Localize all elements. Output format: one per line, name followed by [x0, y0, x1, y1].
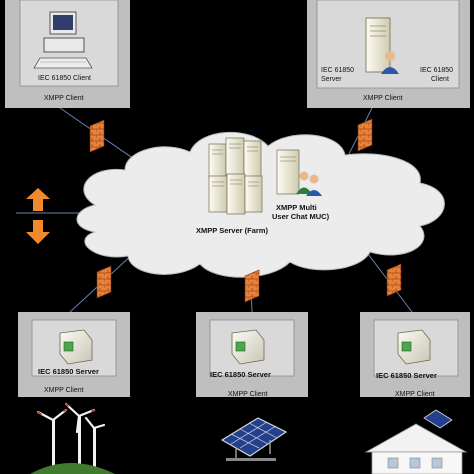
muc-label-line1: XMPP Multi — [276, 203, 317, 212]
bottom-left-device-label: IEC 61850 Server — [38, 367, 99, 376]
firewall-icon — [96, 265, 112, 299]
house-icon — [364, 409, 468, 474]
top-left-device-label: IEC 61850 Client — [38, 75, 91, 82]
firewalls — [89, 118, 402, 303]
users-icon — [296, 171, 322, 196]
bottom-right-client-box: IEC 61850 Server XMPP Client — [360, 312, 470, 398]
top-right-client-box: IEC 61850 Server IEC 61850 Client XMPP C… — [307, 0, 470, 108]
bottom-middle-device-label: IEC 61850 Server — [210, 370, 271, 379]
wind-turbines-icon — [30, 402, 115, 474]
server-farm-icon — [208, 137, 263, 215]
firewall-icon — [89, 119, 105, 153]
top-right-client-label-line2: Client — [431, 76, 449, 83]
farm-label: XMPP Server (Farm) — [196, 226, 268, 235]
bottom-middle-xmpp-label: XMPP Client — [228, 391, 268, 398]
device-icon — [59, 329, 93, 365]
user-icon — [381, 51, 399, 74]
solar-panels-icon — [220, 417, 288, 461]
top-right-server-label-line2: Server — [321, 76, 342, 83]
firewall-icon — [244, 269, 260, 303]
top-right-client-label-line1: IEC 61850 — [420, 67, 453, 74]
muc-server-icon — [276, 149, 322, 196]
updown-arrows-icon — [26, 188, 50, 244]
top-left-xmpp-label: XMPP Client — [44, 95, 84, 102]
bottom-right-device-label: IEC 61850 Server — [376, 371, 437, 380]
device-icon — [231, 329, 265, 365]
muc-label-line2: User Chat MUC) — [272, 212, 330, 221]
firewall-icon — [386, 263, 402, 297]
bottom-right-xmpp-label: XMPP Client — [395, 391, 435, 398]
top-left-client-box: IEC 61850 Client XMPP Client — [5, 0, 130, 108]
bottom-left-xmpp-label: XMPP Client — [44, 387, 84, 394]
bottom-left-client-box: IEC 61850 Server XMPP Client — [18, 312, 130, 397]
computer-icon — [33, 11, 93, 69]
top-right-xmpp-label: XMPP Client — [363, 95, 403, 102]
device-icon — [397, 329, 431, 365]
server-icon — [365, 17, 391, 73]
firewall-icon — [357, 118, 373, 152]
top-right-server-label-line1: IEC 61850 — [321, 67, 354, 74]
bottom-middle-client-box: IEC 61850 Server XMPP Client — [196, 312, 308, 398]
